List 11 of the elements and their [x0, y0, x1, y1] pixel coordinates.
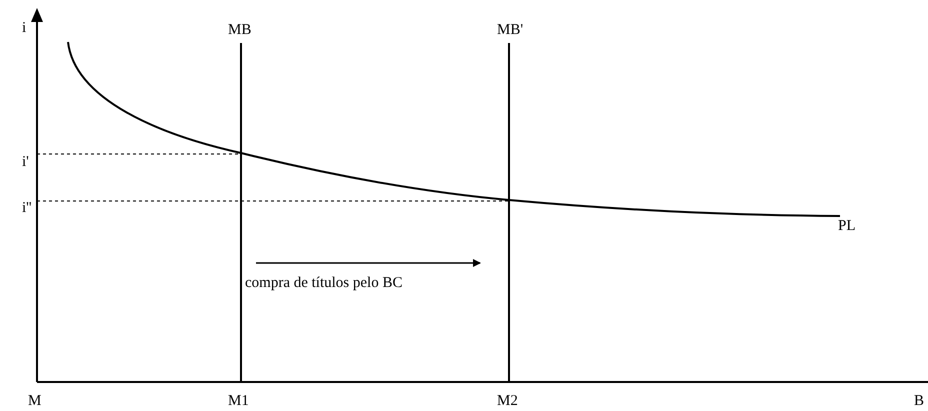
- axis-value-label: i': [22, 154, 29, 170]
- line-label: MB: [228, 22, 252, 38]
- axis-value-label: i'': [22, 200, 32, 216]
- curve-label: PL: [838, 218, 856, 234]
- arrow-caption: compra de títulos pelo BC: [245, 275, 402, 291]
- line-label: MB': [497, 22, 524, 38]
- axis-label: i: [22, 20, 26, 36]
- axis-value-label: M: [28, 393, 42, 409]
- axis-value-label: M2: [497, 393, 518, 409]
- axis-label: B: [914, 393, 924, 409]
- axis-value-label: M1: [228, 393, 249, 409]
